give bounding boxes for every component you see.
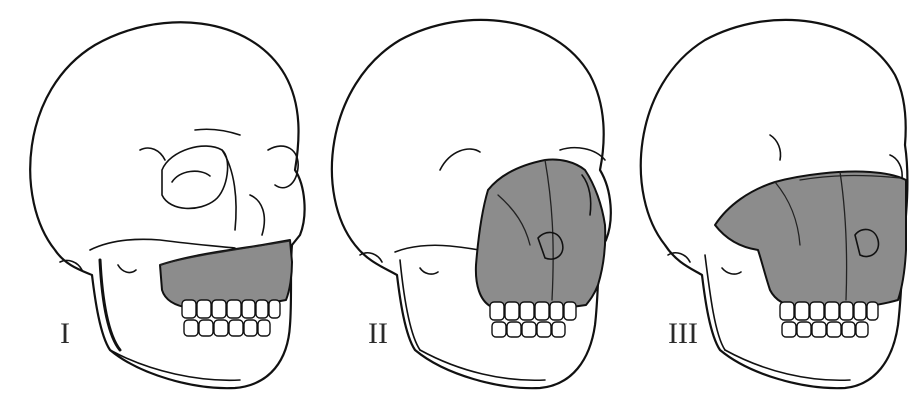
- skull-1: [30, 22, 304, 388]
- panel-1: I: [30, 22, 304, 388]
- panel-2-label: II: [368, 317, 388, 350]
- panel-3-label: III: [668, 317, 698, 350]
- panel-3: III: [641, 20, 908, 388]
- panel-1-label: I: [60, 317, 70, 350]
- panel-2: II: [332, 20, 611, 388]
